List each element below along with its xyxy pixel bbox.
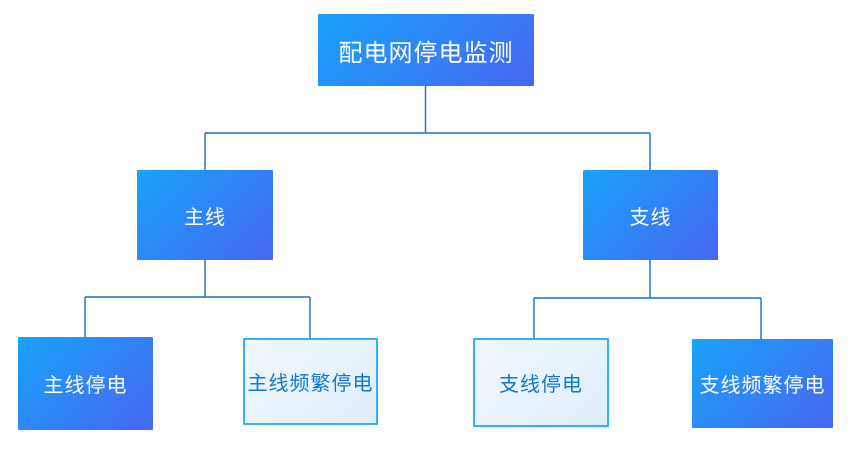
connector-root-children xyxy=(204,86,651,170)
node-branch-line-frequent-outage-label: 支线频繁停电 xyxy=(699,375,826,397)
node-root-label: 配电网停电监测 xyxy=(338,39,514,67)
node-main-line-label: 主线 xyxy=(184,206,226,229)
connector-main-line-children xyxy=(84,260,311,338)
node-branch-line-frequent-outage[interactable]: 支线频繁停电 xyxy=(692,339,833,428)
node-branch-line[interactable]: 支线 xyxy=(583,170,718,260)
node-branch-line-label: 支线 xyxy=(629,206,672,229)
node-main-line-frequent-outage[interactable]: 主线频繁停电 xyxy=(243,338,378,425)
node-main-line[interactable]: 主线 xyxy=(137,170,273,260)
node-branch-line-outage[interactable]: 支线停电 xyxy=(473,338,609,427)
node-root[interactable]: 配电网停电监测 xyxy=(318,14,534,86)
node-main-line-outage-label: 主线停电 xyxy=(43,375,128,397)
node-branch-line-outage-label: 支线停电 xyxy=(499,374,583,396)
node-main-line-outage[interactable]: 主线停电 xyxy=(18,337,153,430)
node-main-line-frequent-outage-label: 主线频繁停电 xyxy=(247,373,374,395)
connector-branch-line-children xyxy=(533,260,762,339)
